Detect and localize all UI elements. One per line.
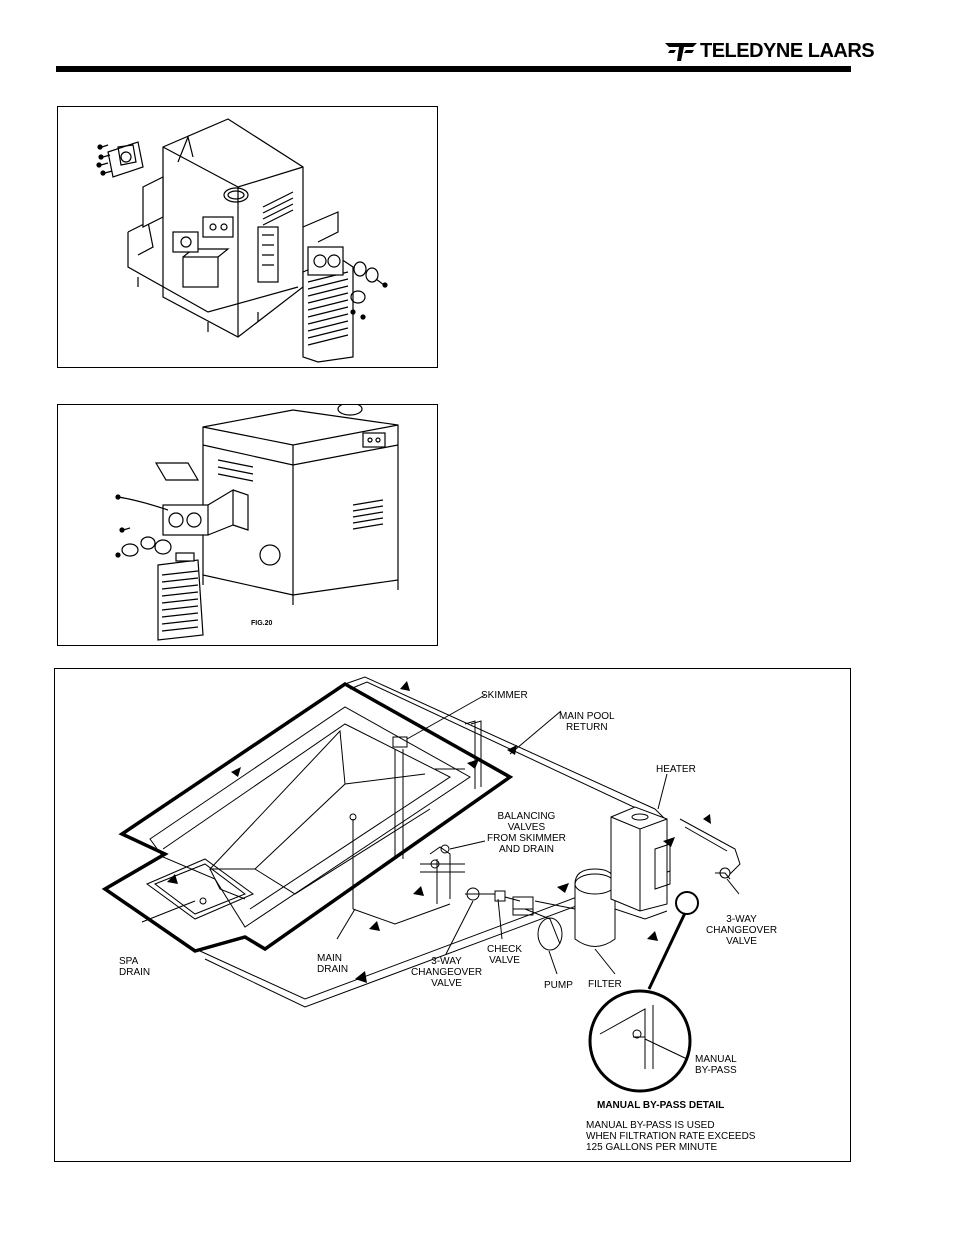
label-filter: FILTER [588, 979, 622, 990]
label-main-pool-return: MAIN POOL RETURN [559, 711, 615, 733]
bypass-note-line2: WHEN FILTRATION RATE EXCEEDS [586, 1131, 756, 1142]
label-balancing-line1: BALANCING [497, 811, 556, 822]
label-balancing-valves: BALANCING VALVES FROM SKIMMER AND DRAIN [487, 811, 566, 855]
label-changeover-right-line2: CHANGEOVER [706, 925, 778, 936]
label-changeover-left: 3-WAY CHANGEOVER VALVE [411, 956, 482, 989]
label-changeover-right: 3-WAY CHANGEOVER VALVE [706, 914, 777, 947]
label-changeover-right-line3: VALVE [726, 936, 757, 947]
figure-heater-exploded-top [57, 106, 438, 368]
label-balancing-line4: AND DRAIN [498, 844, 554, 855]
label-main-drain-line2: DRAIN [317, 964, 349, 975]
teledyne-logo: TELEDYNE LAARS [664, 38, 875, 64]
bypass-note-line1: MANUAL BY-PASS IS USED [586, 1120, 715, 1131]
figure-pool-plumbing-diagram: SKIMMER MAIN POOL RETURN HEATER BALANCIN… [54, 668, 851, 1162]
header-rule [56, 66, 851, 72]
label-pump: PUMP [544, 980, 573, 991]
label-balancing-line3: FROM SKIMMER [487, 833, 566, 844]
label-changeover-left-line1: 3-WAY [431, 956, 462, 967]
label-main-pool-return-line1: MAIN POOL [559, 711, 615, 722]
label-manual-bypass: MANUAL BY-PASS [695, 1054, 737, 1076]
label-changeover-left-line2: CHANGEOVER [411, 967, 483, 978]
label-balancing-line2: VALVES [507, 822, 546, 833]
figure-tag: FIG.20 [251, 620, 273, 627]
label-check-valve-line1: CHECK [487, 944, 523, 955]
label-check-valve-line2: VALVE [489, 955, 520, 966]
label-spa-drain-line1: SPA [119, 956, 139, 967]
label-changeover-right-line1: 3-WAY [726, 914, 757, 925]
figure-heater-exploded-side: FIG.20 [57, 404, 438, 646]
bypass-note: MANUAL BY-PASS IS USED WHEN FILTRATION R… [586, 1120, 755, 1153]
label-changeover-left-line3: VALVE [431, 978, 462, 989]
label-spa-drain-line2: DRAIN [119, 967, 151, 978]
label-manual-bypass-line2: BY-PASS [695, 1065, 737, 1076]
label-manual-bypass-line1: MANUAL [695, 1054, 737, 1065]
label-detail-title: MANUAL BY-PASS DETAIL [597, 1100, 725, 1111]
teledyne-t-icon [665, 43, 697, 61]
label-main-drain: MAIN DRAIN [317, 953, 348, 975]
bypass-note-line3: 125 GALLONS PER MINUTE [586, 1142, 718, 1153]
label-skimmer: SKIMMER [481, 690, 528, 701]
label-main-pool-return-line2: RETURN [565, 722, 608, 733]
label-main-drain-line1: MAIN [317, 953, 342, 964]
label-spa-drain: SPA DRAIN [119, 956, 150, 978]
label-check-valve: CHECK VALVE [487, 944, 522, 966]
brand-name: TELEDYNE LAARS [700, 39, 875, 62]
label-heater: HEATER [656, 764, 696, 775]
